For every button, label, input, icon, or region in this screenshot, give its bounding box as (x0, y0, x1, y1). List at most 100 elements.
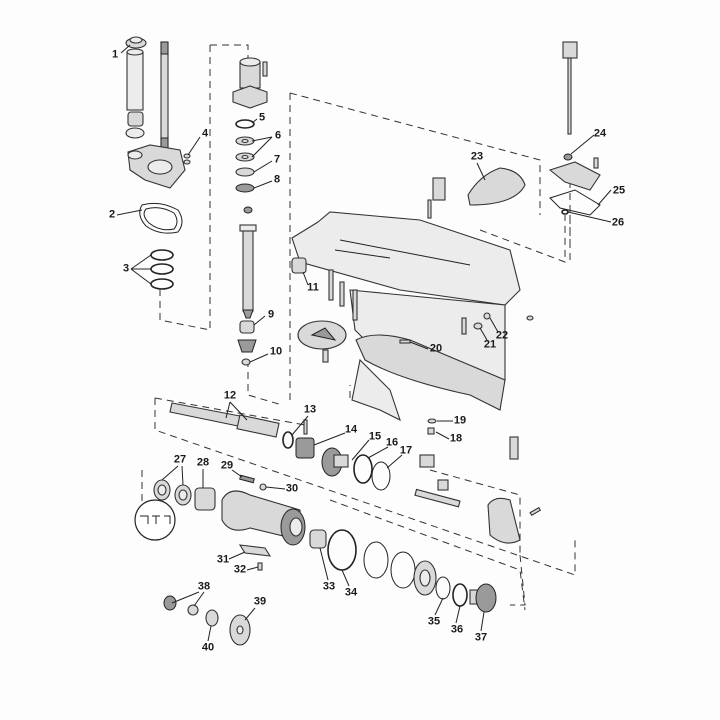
reverse-gear-housing (487, 497, 542, 544)
part-39-thrust-washer (229, 614, 251, 646)
part-36-thrust-bearing (452, 583, 468, 607)
shift-lever (419, 454, 435, 468)
part-12-propeller-shaft (169, 402, 280, 438)
callout-15: 15 (368, 430, 382, 443)
callout-40: 40 (201, 641, 215, 654)
part-5-oring (235, 119, 255, 129)
water-screen (432, 177, 446, 201)
part-21-22-plugs (473, 312, 534, 330)
callout-30: 30 (285, 482, 299, 495)
seal-orientation-detail (134, 499, 176, 541)
part-40-spacer (205, 609, 219, 627)
retaining-rings (363, 541, 416, 589)
part-23-anode-cover (467, 167, 526, 206)
callout-26: 26 (611, 216, 625, 229)
callout-27: 27 (173, 453, 187, 466)
water-tube (126, 48, 144, 111)
part-18-19-screws (427, 418, 437, 435)
callout-23: 23 (470, 150, 484, 163)
callout-39: 39 (253, 595, 267, 608)
bearing-carrier (221, 490, 306, 546)
part-15-forward-gear (321, 447, 349, 477)
callout-8: 8 (273, 173, 281, 186)
part-34-oring (327, 529, 357, 571)
callout-32: 32 (233, 563, 247, 576)
part-13-ring (282, 431, 294, 449)
callout-25: 25 (612, 184, 626, 197)
pinion-driveshaft (239, 206, 257, 319)
part-9-needle-bearing (239, 320, 255, 334)
callout-36: 36 (450, 623, 464, 636)
callout-1: 1 (111, 48, 119, 61)
callout-29: 29 (220, 459, 234, 472)
callout-10: 10 (269, 345, 283, 358)
callout-6: 6 (274, 129, 282, 142)
callout-12: 12 (223, 389, 237, 402)
callout-22: 22 (495, 329, 509, 342)
callout-18: 18 (449, 432, 463, 445)
part-3-o-rings (150, 249, 174, 290)
water-pump-housing (127, 144, 186, 189)
callout-4: 4 (201, 127, 209, 140)
gearcase-housing (291, 211, 521, 422)
part-38-nut-spacer (163, 595, 199, 616)
part-30-washer (259, 483, 267, 491)
callout-38: 38 (197, 580, 211, 593)
callout-35: 35 (427, 615, 441, 628)
part-20-screw (399, 339, 411, 344)
part-33-needle-bearing (309, 529, 327, 549)
tube-seal-stack (125, 111, 145, 139)
part-10-pinion-gear (237, 339, 257, 366)
shift-rod-cover (548, 157, 601, 191)
part-31-32-retainer (238, 544, 272, 571)
part-25-gasket (549, 189, 601, 216)
retainer-plate (413, 560, 437, 596)
part-24-nut (563, 153, 573, 161)
callout-11: 11 (307, 281, 319, 294)
part-4-washers (183, 153, 191, 165)
trim-tab (297, 320, 347, 363)
callout-28: 28 (196, 456, 210, 469)
callout-17: 17 (399, 444, 413, 457)
callout-31: 31 (216, 553, 230, 566)
part-11-plug (291, 257, 307, 274)
callout-14: 14 (344, 423, 358, 436)
bearing-housing (232, 57, 268, 109)
callout-5: 5 (258, 111, 266, 124)
part-35-washer (435, 576, 451, 600)
callout-2: 2 (108, 208, 116, 221)
part-37-reverse-gear (469, 583, 497, 613)
part-26-oring (561, 209, 569, 215)
callout-21: 21 (483, 338, 497, 351)
callout-16: 16 (385, 436, 399, 449)
callout-3: 3 (122, 262, 130, 275)
shift-pin (303, 419, 308, 435)
callout-13: 13 (303, 403, 317, 416)
part-16-thrust-bearing (353, 454, 373, 484)
callout-33: 33 (322, 580, 336, 593)
callout-34: 34 (344, 586, 358, 599)
shift-cradle (437, 479, 449, 491)
alignment-dashed-lines (141, 44, 576, 611)
cam-shaft (414, 488, 461, 508)
part-17-thrust-washer (371, 461, 391, 491)
callout-24: 24 (593, 127, 607, 140)
callout-7: 7 (273, 153, 281, 166)
part-1-seal-cap (125, 36, 147, 49)
callout-9: 9 (267, 308, 275, 321)
part-28-bearing (194, 487, 216, 511)
part-27-seals (153, 479, 192, 506)
part-29-bolt (239, 474, 255, 484)
callout-20: 20 (429, 342, 443, 355)
part-2-gasket (139, 202, 183, 234)
housing-bolts (328, 199, 467, 335)
part-6-washers (235, 136, 255, 162)
shift-shaft-bracket (509, 436, 519, 460)
callout-19: 19 (453, 414, 467, 427)
callout-37: 37 (474, 631, 488, 644)
part-14-clutch-dog (295, 437, 315, 459)
driveshaft-long (160, 41, 169, 151)
shift-rod (562, 41, 578, 135)
